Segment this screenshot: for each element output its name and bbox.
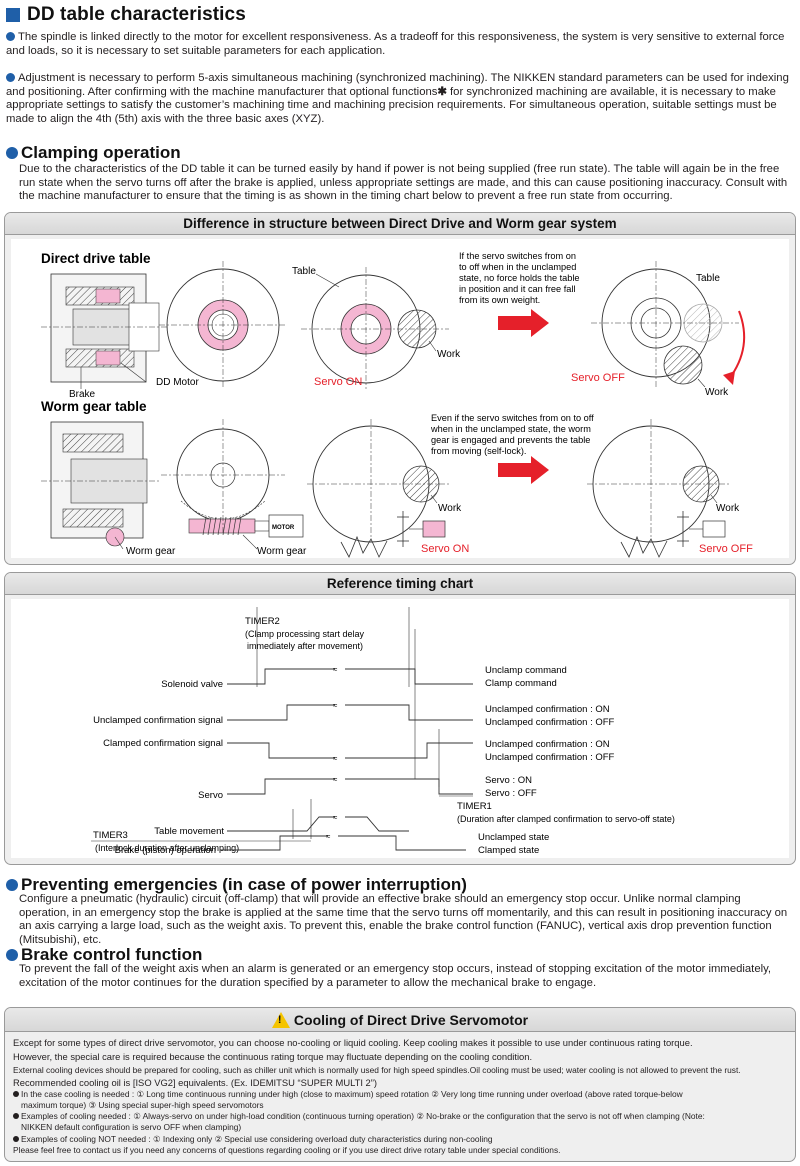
svg-text:≈: ≈ (333, 775, 338, 784)
bullet-icon (13, 1135, 19, 1142)
svg-text:Work: Work (437, 349, 461, 360)
dd-front-view (159, 261, 287, 389)
svg-text:(Duration after clamped confir: (Duration after clamped confirmation to … (457, 814, 675, 824)
timing-panel-header: Reference timing chart (5, 573, 795, 595)
worm-table-servo-on (307, 419, 451, 558)
bullet-icon (6, 879, 18, 891)
worm-front-view (161, 419, 304, 550)
emergency-text: Configure a pneumatic (hydraulic) circui… (19, 893, 788, 946)
svg-text:Clamp command: Clamp command (485, 678, 557, 689)
svg-text:MOTOR: MOTOR (272, 525, 295, 531)
svg-text:Table: Table (696, 273, 720, 284)
dd-table-servo-on (301, 267, 449, 389)
page-title: DD table characteristics (6, 2, 246, 28)
svg-text:(Clamp processing start delay: (Clamp processing start delay immediatel… (245, 629, 367, 651)
intro-paragraph-2: Adjustment is necessary to perform 5-axi… (6, 72, 789, 125)
clamping-heading: Clamping operation (6, 143, 181, 163)
bullet-icon (13, 1091, 19, 1098)
worm-arrow-icon (498, 456, 549, 484)
dd-servo-on-label: Servo ON (314, 376, 362, 388)
worm-title: Worm gear table (41, 399, 147, 414)
svg-text:≈: ≈ (333, 813, 338, 822)
svg-text:≈: ≈ (333, 701, 338, 710)
svg-text:Table: Table (292, 266, 316, 277)
svg-text:Work: Work (716, 503, 740, 514)
timing-panel-body: TIMER2 (Clamp processing start delay imm… (11, 599, 789, 864)
bullet-icon (6, 73, 15, 82)
signal-unclamped-label: Unclamped confirmation signal (93, 715, 223, 726)
svg-text:Unclamped confirmation : OFF: Unclamped confirmation : OFF (485, 717, 615, 728)
svg-text:Unclamped confirmation : ON: Unclamped confirmation : ON (485, 739, 610, 750)
svg-text:Unclamped confirmation : OFF: Unclamped confirmation : OFF (485, 752, 615, 763)
svg-text:Brake: Brake (69, 389, 96, 400)
structure-panel: Difference in structure between Direct D… (4, 212, 796, 565)
brake-text: To prevent the fall of the weight axis w… (19, 963, 772, 989)
svg-text:Unclamped state: Unclamped state (478, 832, 549, 843)
svg-text:≈: ≈ (326, 832, 331, 841)
svg-text:≈: ≈ (333, 754, 338, 763)
structure-panel-header: Difference in structure between Direct D… (5, 213, 795, 235)
signal-solenoid-label: Solenoid valve (161, 679, 223, 690)
svg-text:Unclamp command: Unclamp command (485, 665, 567, 676)
dd-cross-section (41, 273, 169, 389)
svg-text:TIMER3: TIMER3 (93, 830, 128, 841)
svg-text:Unclamped confirmation : ON: Unclamped confirmation : ON (485, 704, 610, 715)
brake-signal-row: Brake (piston) operation ≈ Unclamped sta… (115, 832, 550, 856)
worm-servo-off-label: Servo OFF (699, 543, 753, 555)
timing-diagram: TIMER2 (Clamp processing start delay imm… (91, 607, 675, 864)
clamping-text: Due to the characteristics of the DD tab… (19, 163, 788, 203)
intro-paragraph-1: The spindle is linked directly to the mo… (6, 31, 785, 57)
bullet-icon (13, 1113, 19, 1120)
svg-text:TIMER1: TIMER1 (457, 801, 492, 812)
dd-servo-off-label: Servo OFF (571, 372, 625, 384)
title-square-icon (6, 8, 20, 22)
emergency-heading: Preventing emergencies (in case of power… (6, 875, 467, 895)
signal-table-movement-label: Table movement (154, 826, 224, 837)
worm-table-servo-off (587, 419, 731, 558)
svg-text:Worm gear: Worm gear (257, 546, 307, 557)
warning-icon (271, 1011, 290, 1028)
signal-servo-label: Servo (198, 790, 223, 801)
dd-title: Direct drive table (41, 251, 151, 266)
worm-note: Even if the servo switches from on to of… (430, 413, 596, 456)
svg-text:Worm gear: Worm gear (126, 546, 176, 557)
bullet-icon (6, 32, 15, 41)
dd-arrow-icon (498, 309, 549, 337)
timing-panel: Reference timing chart TIMER2 (Clamp pro… (4, 572, 796, 865)
dd-table-servo-off (591, 261, 746, 389)
svg-text:≈: ≈ (333, 665, 338, 674)
cooling-body: Except for some types of direct drive se… (13, 1037, 741, 1156)
svg-text:Servo : OFF: Servo : OFF (485, 788, 537, 799)
svg-text:(Interlock duration after uncl: (Interlock duration after unclamping) (95, 843, 239, 853)
bullet-icon (6, 147, 18, 159)
svg-text:Brake (piston) operation: Brake (piston) operation (115, 845, 216, 856)
svg-text:Servo : ON: Servo : ON (485, 775, 532, 786)
signal-clamped-label: Clamped confirmation signal (103, 738, 223, 749)
svg-text:TIMER2: TIMER2 (245, 616, 280, 627)
svg-text:Work: Work (438, 503, 462, 514)
structure-panel-body: Direct drive table Brake DD Motor (11, 239, 789, 558)
cooling-header: Cooling of Direct Drive Servomotor (5, 1008, 795, 1032)
worm-cross-section (41, 421, 161, 550)
svg-text:DD Motor: DD Motor (156, 377, 199, 388)
brake-heading: Brake control function (6, 945, 202, 965)
cooling-box: Cooling of Direct Drive Servomotor Excep… (4, 1007, 796, 1162)
svg-text:Work: Work (705, 387, 729, 398)
bullet-icon (6, 949, 18, 961)
dd-note: If the servo switches from on to off whe… (459, 251, 582, 305)
structure-diagram: Direct drive table Brake DD Motor (41, 251, 753, 558)
svg-text:Clamped state: Clamped state (478, 845, 539, 856)
worm-servo-on-label: Servo ON (421, 543, 469, 555)
